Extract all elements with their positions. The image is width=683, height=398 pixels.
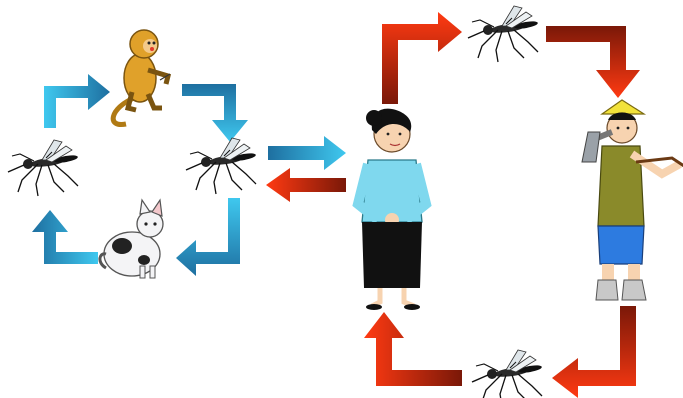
arrow-top-mosquito-to-man [546,26,640,98]
arrow-woman-to-top-mosquito [382,12,462,104]
arrow-mosquito-to-cat [176,198,240,276]
mosquito-icon [472,350,542,398]
man-icon [582,100,683,300]
woman-icon [358,109,426,310]
mosquito-icon [8,140,78,196]
arrow-monkey-to-mosquito [182,84,248,142]
arrow-bottom-mosquito-to-woman [364,312,462,386]
mosquito-icon [468,6,538,62]
cat-icon [100,200,163,278]
arrow-mosquito-to-monkey [44,74,110,128]
arrow-cat-to-mosquito [32,210,98,264]
arrow-woman-to-sylvatic [266,168,346,202]
mosquito-icon [186,138,256,194]
arrow-man-to-bottom-mosquito [552,306,636,398]
monkey-icon [113,30,170,125]
arrow-sylvatic-to-woman [268,136,346,170]
